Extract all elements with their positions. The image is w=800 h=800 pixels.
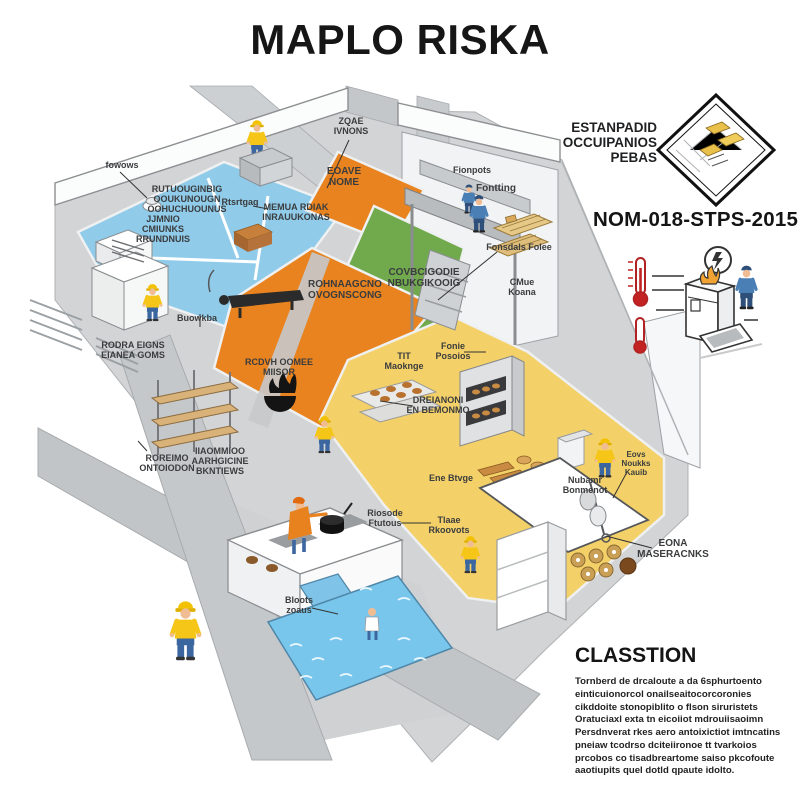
- map-label: Buowkba: [176, 313, 218, 323]
- map-label: fowows: [105, 160, 139, 170]
- map-label: Tlaae Rkoovots: [428, 515, 470, 536]
- counter-area: [478, 456, 650, 631]
- map-label: IIAOMMIOO AARHGICINE BKNTIEWS: [191, 446, 249, 477]
- map-label: Eovs Noukks Kauib: [621, 450, 651, 478]
- small-cabinet: [556, 429, 594, 473]
- map-label: RODRA EIGNS EIANEA GOMS: [101, 340, 165, 361]
- cook-figure: [288, 496, 328, 554]
- classification-body: Tornberd de drcaloute a da 6sphurtoento …: [575, 676, 781, 777]
- thermometer-icon-small: [633, 317, 647, 354]
- diamond-standard-badge: [655, 92, 777, 208]
- map-label: Rtsrtgag: [221, 197, 259, 207]
- map-label: EOAVE NOME: [326, 166, 362, 189]
- page-title: MAPLO RISKA: [250, 16, 550, 63]
- conveyor-machine: [207, 269, 304, 318]
- map-label: RUTUOUGINBIG OOUKUNOUGN OOHUCHUOUNUS: [147, 184, 227, 215]
- left-machines: [29, 197, 273, 373]
- map-label: TIT Maoknge: [384, 351, 424, 372]
- map-label: ROREIMO ONTOIODON: [139, 453, 195, 474]
- map-label: ROHNAAGCNO OVOGNSCONG: [308, 279, 382, 302]
- map-label: DREIANONI EN BEMONMO: [406, 395, 470, 416]
- workers: [141, 118, 618, 660]
- map-label: EONA MASERACNKS: [637, 538, 709, 561]
- map-label: Riosode Ftutous: [367, 508, 403, 529]
- map-label: Fonie Posoios: [435, 341, 471, 362]
- map-label: JJMNIO CMIUNKS RRUNDNUIS: [136, 214, 190, 245]
- map-label: RCDVH OOMEE MIISOR: [244, 357, 314, 378]
- furnace-fire-icon: [683, 246, 763, 359]
- storage-rack: [150, 370, 240, 455]
- map-label: Bloots zoaus: [285, 595, 313, 616]
- back-walls: [54, 85, 701, 469]
- bread-trays: [350, 379, 442, 423]
- norm-code: NOM-018-STPS-2015: [593, 208, 799, 231]
- map-label: Nubamr Bonmenot: [562, 475, 608, 496]
- thermometer-icon-large: [628, 257, 649, 307]
- map-label: COVBCIGODIE NBUKGIKOOIG: [387, 267, 461, 290]
- map-label: Fontting: [476, 183, 516, 194]
- map-label: CMue Koana: [508, 277, 536, 298]
- donut-tray: [570, 544, 637, 582]
- map-label: Ene Btvge: [428, 473, 474, 483]
- map-label: Fonsdals Folee: [486, 242, 552, 252]
- map-label: Fionpots: [453, 165, 491, 175]
- fire-hazard-icon: [264, 372, 297, 412]
- classification-heading: CLASSTION: [575, 644, 697, 667]
- legend-lines: [652, 275, 758, 321]
- mezzanine: [404, 159, 531, 345]
- wood-pallets: [469, 193, 554, 257]
- map-label: ZQAE IVNONS: [333, 116, 369, 137]
- map-label: MEMUA RDIAK INRAUUKONAS: [262, 202, 330, 223]
- cooking-pot: [320, 502, 353, 534]
- standard-title: ESTANPADID OCCUIPANIOS PEBAS: [562, 120, 657, 166]
- water-pool: [266, 575, 454, 701]
- oven-cabinet: [459, 355, 525, 447]
- leader-lines: [119, 139, 653, 615]
